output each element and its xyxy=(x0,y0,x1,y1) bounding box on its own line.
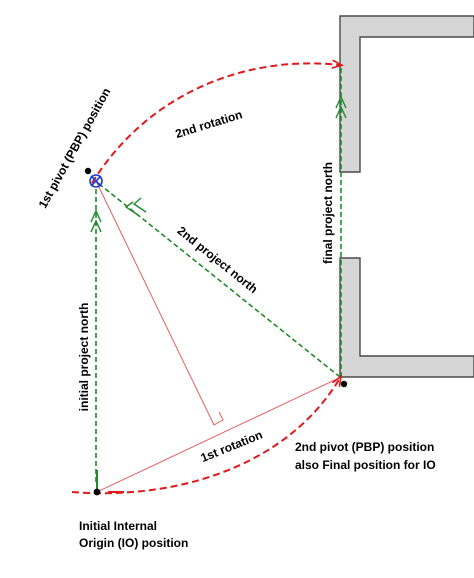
second-north-arrow xyxy=(124,197,147,216)
second-north-label: 2nd project north xyxy=(175,224,261,297)
final-north-label: final project north xyxy=(321,162,335,264)
second-pivot-dot xyxy=(340,380,348,388)
markers xyxy=(84,167,348,496)
first-rotation-arc xyxy=(71,378,340,495)
second-rotation-label: 2nd rotation xyxy=(174,107,244,141)
second-project-north-line xyxy=(97,182,341,378)
first-rotation-label: 1st rotation xyxy=(199,428,265,465)
project-north-lines xyxy=(90,65,347,492)
second-pivot-label-line1: 2nd pivot (PBP) position xyxy=(295,440,434,454)
first-pivot-dot xyxy=(84,167,92,175)
upper-wall xyxy=(339,15,474,173)
first-pivot-marker xyxy=(89,174,103,188)
second-rotation-arc xyxy=(91,63,340,184)
initial-north-arrow xyxy=(90,209,102,233)
radius-line-to-first-pivot xyxy=(95,180,215,426)
rotation-arcs xyxy=(71,63,340,495)
second-pivot-label-line2: also Final position for IO xyxy=(295,458,436,472)
origin-dot xyxy=(93,488,101,496)
lower-wall xyxy=(339,257,474,378)
origin-label-line2: Origin (IO) position xyxy=(79,536,188,550)
right-angle-mark xyxy=(213,411,224,426)
building-wall xyxy=(339,15,474,378)
construction-lines xyxy=(95,180,342,493)
initial-north-label: initial project north xyxy=(77,303,91,412)
final-north-arrow xyxy=(335,95,347,119)
chord-line xyxy=(96,376,342,493)
origin-label-line1: Initial Internal xyxy=(79,519,157,533)
